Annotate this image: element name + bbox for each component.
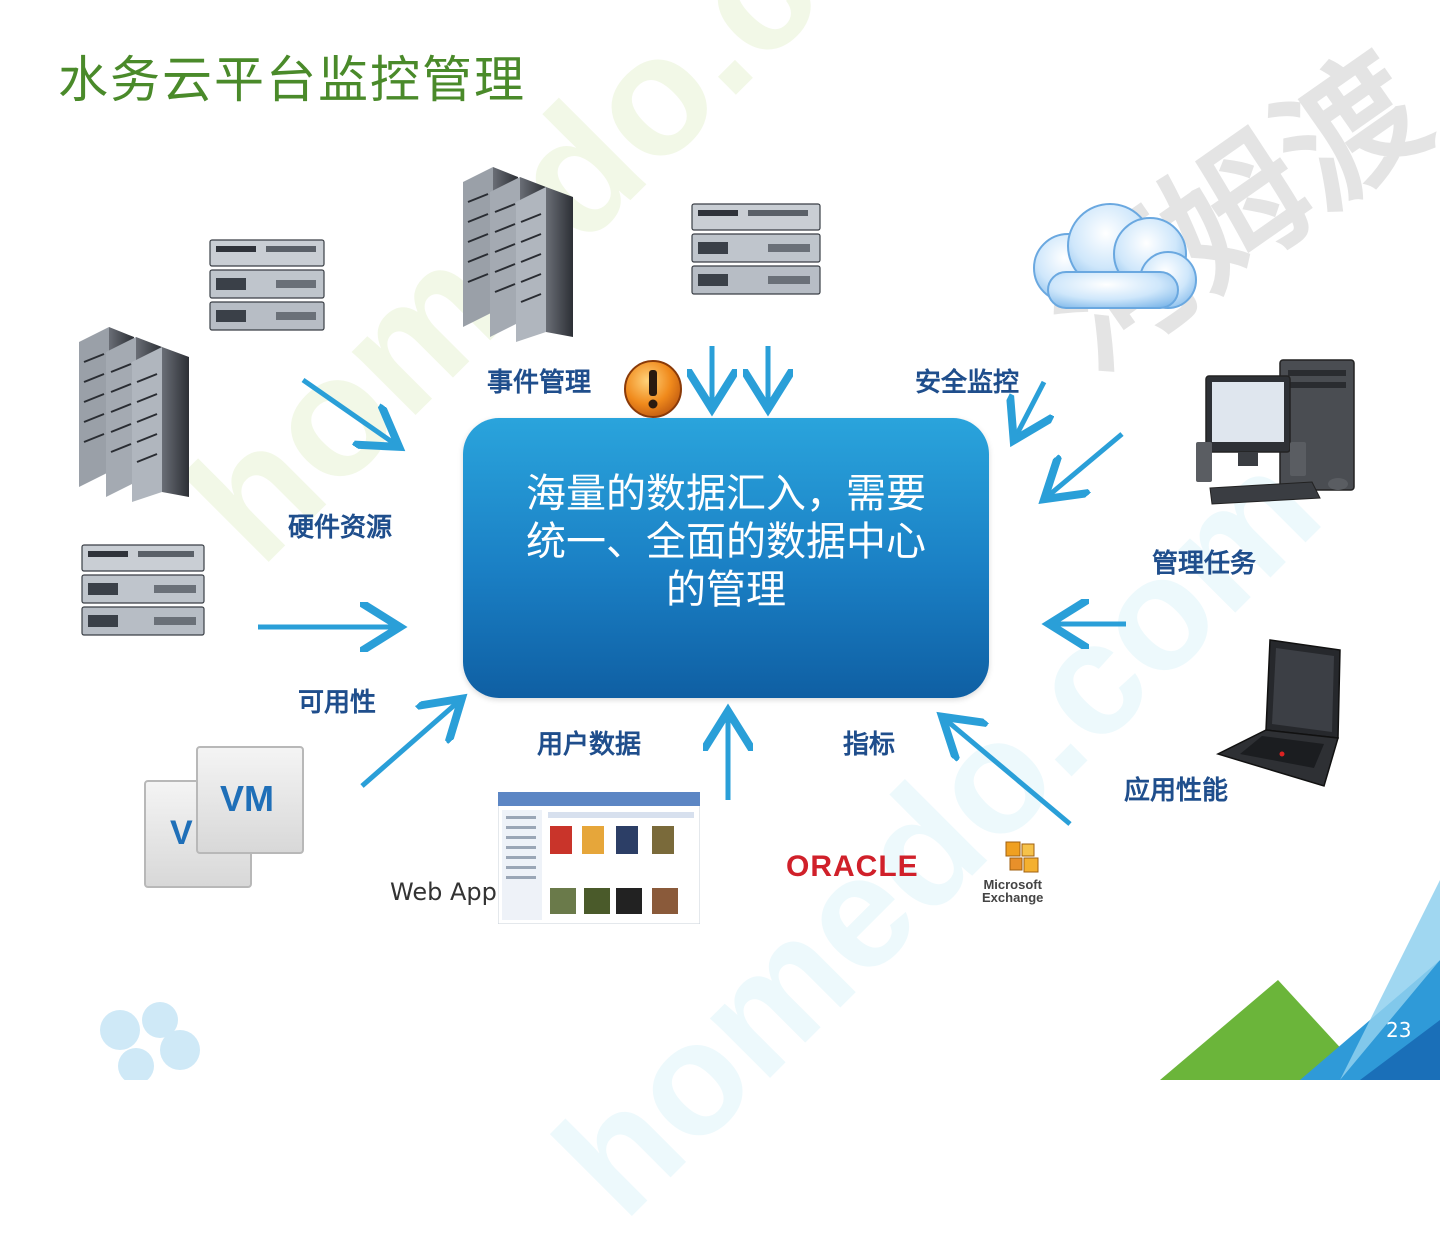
exchange-logo-icon: [1005, 841, 1039, 873]
arrow-metrics: [946, 720, 1072, 826]
webapp-screenshot-icon: [498, 792, 700, 924]
label-availability: 可用性: [298, 688, 377, 718]
label-management-tasks: 管理任务: [1152, 549, 1257, 579]
web-app-label: Web App: [390, 878, 497, 906]
arrows-layer: [258, 346, 1126, 826]
vm-icon-front: VM: [196, 746, 304, 854]
page-number: 23: [1386, 1018, 1412, 1042]
router-icon: [209, 239, 325, 331]
label-security-monitoring: 安全监控: [915, 368, 1020, 398]
label-metrics: 指标: [843, 730, 896, 760]
center-text: 海量的数据汇入，需要 统一、全面的数据中心 的管理: [503, 470, 949, 614]
ms-exchange-line-1: Microsoft: [983, 877, 1042, 892]
server-rack-icon: [79, 327, 189, 502]
center-text-line-3: 的管理: [666, 567, 786, 613]
decorative-petals: [100, 1002, 200, 1080]
label-user-data: 用户数据: [537, 730, 642, 760]
slide-title: 水务云平台监控管理: [58, 51, 526, 109]
ms-exchange-text: Microsoft Exchange: [982, 878, 1043, 904]
vm-back-text: V: [170, 814, 193, 852]
label-hardware-resources: 硬件资源: [288, 513, 393, 543]
router-icon-left: [81, 544, 205, 636]
arrow-vm: [360, 702, 458, 788]
arrow-security: [1016, 380, 1044, 436]
oracle-logo: ORACLE: [786, 850, 919, 883]
center-text-line-1: 海量的数据汇入，需要: [526, 471, 926, 517]
cloud-icon: [1033, 203, 1197, 309]
arrow-desktop: [1048, 432, 1124, 496]
label-event-management: 事件管理: [487, 368, 592, 398]
center-text-line-2: 统一、全面的数据中心: [526, 519, 926, 565]
arrow-hardware: [301, 377, 395, 444]
alert-icon: [624, 360, 682, 418]
vm-front-text: VM: [220, 778, 274, 819]
central-data-center-box: 海量的数据汇入，需要 统一、全面的数据中心 的管理: [463, 418, 989, 698]
corner-decoration: [1160, 880, 1440, 1080]
router-icon-top: [691, 203, 821, 295]
server-rack-icon-top: [463, 167, 573, 342]
label-application-performance: 应用性能: [1124, 776, 1229, 806]
laptop-icon: [1215, 639, 1341, 787]
desktop-pc-icon: [1196, 359, 1355, 505]
ms-exchange-line-2: Exchange: [982, 890, 1044, 905]
